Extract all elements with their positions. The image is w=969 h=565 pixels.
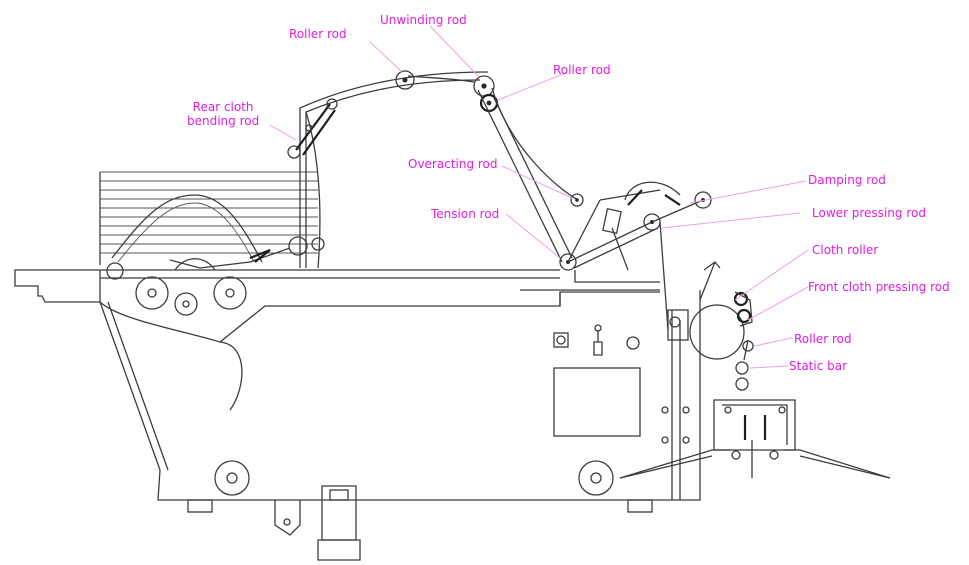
tension-cluster <box>559 181 712 331</box>
lower-left-rollers <box>106 236 325 316</box>
label-overacting-rod: Overacting rod <box>408 157 498 171</box>
cloth-stack <box>99 171 318 265</box>
main-body <box>14 269 701 561</box>
control-panel <box>553 324 641 437</box>
label-lower-pressing-rod: Lower pressing rod <box>812 206 926 220</box>
label-roller-rod-top: Roller rod <box>289 27 347 41</box>
label-roller-rod-front: Roller rod <box>794 332 852 346</box>
cloth-path <box>407 75 579 263</box>
label-roller-rod-right: Roller rod <box>553 63 611 77</box>
label-cloth-roller: Cloth roller <box>812 243 879 257</box>
front-section <box>619 261 891 500</box>
label-tension-rod: Tension rod <box>431 207 500 221</box>
label-static-bar: Static bar <box>789 359 848 373</box>
label-damping-rod: Damping rod <box>808 173 886 187</box>
label-rear-cloth-bending-rod: Rear cloth bending rod <box>187 100 260 128</box>
leader-lines <box>269 25 809 369</box>
upper-frame <box>287 71 489 269</box>
label-front-cloth-pressing-rod: Front cloth pressing rod <box>808 280 950 294</box>
label-unwinding-rod: Unwinding rod <box>380 13 467 27</box>
